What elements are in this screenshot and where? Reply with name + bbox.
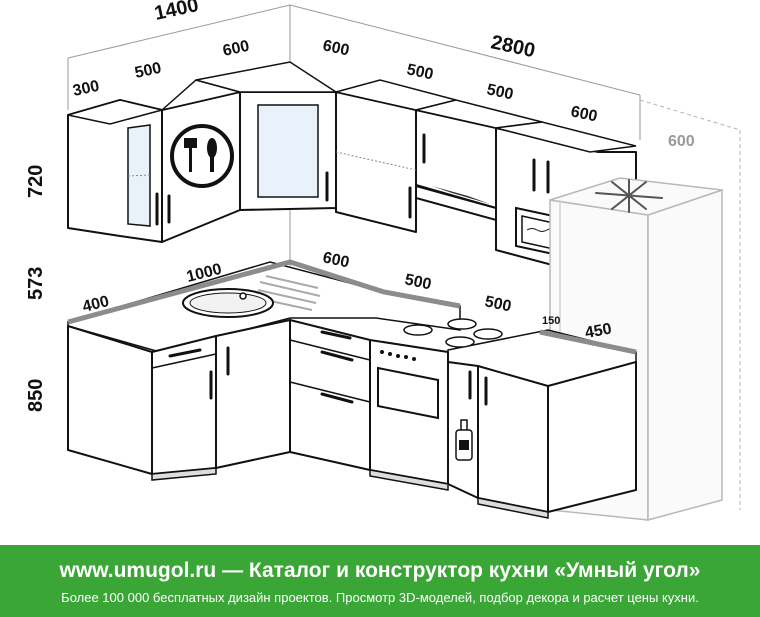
sink-icon — [182, 288, 274, 318]
dim-counter-400: 400 — [81, 293, 111, 316]
fridge-guides — [639, 99, 741, 510]
dim-upper-right-500a: 500 — [405, 61, 435, 83]
dim-total-left: 1400 — [152, 0, 200, 25]
kitchen-drawing: 1400 2800 300 500 600 600 500 500 600 60… — [25, 0, 741, 521]
dim-upper-right-500b: 500 — [485, 81, 515, 103]
footer-banner: www.umugol.ru — Каталог и конструктор ку… — [0, 545, 760, 617]
upper-cabinet-600 — [335, 91, 417, 233]
dim-upper-300: 300 — [71, 78, 101, 100]
dim-counter-150: 150 — [542, 315, 560, 327]
base-door-right — [477, 365, 549, 513]
dim-height-gap: 573 — [25, 267, 47, 300]
glass-doors — [127, 104, 319, 227]
base-side-panel — [67, 325, 153, 475]
kitchen-diagram: 1400 2800 300 500 600 600 500 500 600 60… — [25, 0, 741, 521]
dim-counter-600: 600 — [321, 249, 351, 271]
dim-upper-600: 600 — [221, 38, 251, 60]
range-hood — [415, 184, 497, 222]
cutlery-plate-icon — [170, 124, 234, 188]
oven-details — [377, 350, 439, 420]
dim-height-upper: 720 — [25, 165, 47, 198]
base-handles — [168, 330, 488, 406]
dim-upper-right-600: 600 — [321, 37, 351, 59]
glass-door-left — [127, 124, 151, 227]
dim-height-base: 850 — [25, 379, 47, 412]
footer-subtitle: Более 100 000 бесплатных дизайн проектов… — [61, 590, 699, 605]
dim-counter-500a: 500 — [403, 271, 433, 293]
snowflake-icon — [595, 179, 663, 213]
dim-upper-right-600b: 600 — [569, 103, 599, 125]
upper-handles — [155, 133, 550, 226]
dim-counter-500b: 500 — [483, 293, 513, 315]
upper-tops — [67, 61, 637, 153]
base-side-right — [547, 361, 637, 513]
base-door-corner — [215, 319, 291, 469]
dim-counter-450: 450 — [584, 321, 613, 342]
glass-door-corner — [257, 104, 319, 198]
plinths — [151, 467, 549, 519]
footer-title[interactable]: www.umugol.ru — Каталог и конструктор ку… — [59, 559, 701, 582]
drawer-lines — [151, 339, 371, 403]
dim-upper-500: 500 — [133, 60, 163, 82]
dim-fridge: 600 — [668, 133, 695, 150]
cooktop-burners — [403, 318, 503, 348]
bottle-icon — [455, 419, 473, 461]
